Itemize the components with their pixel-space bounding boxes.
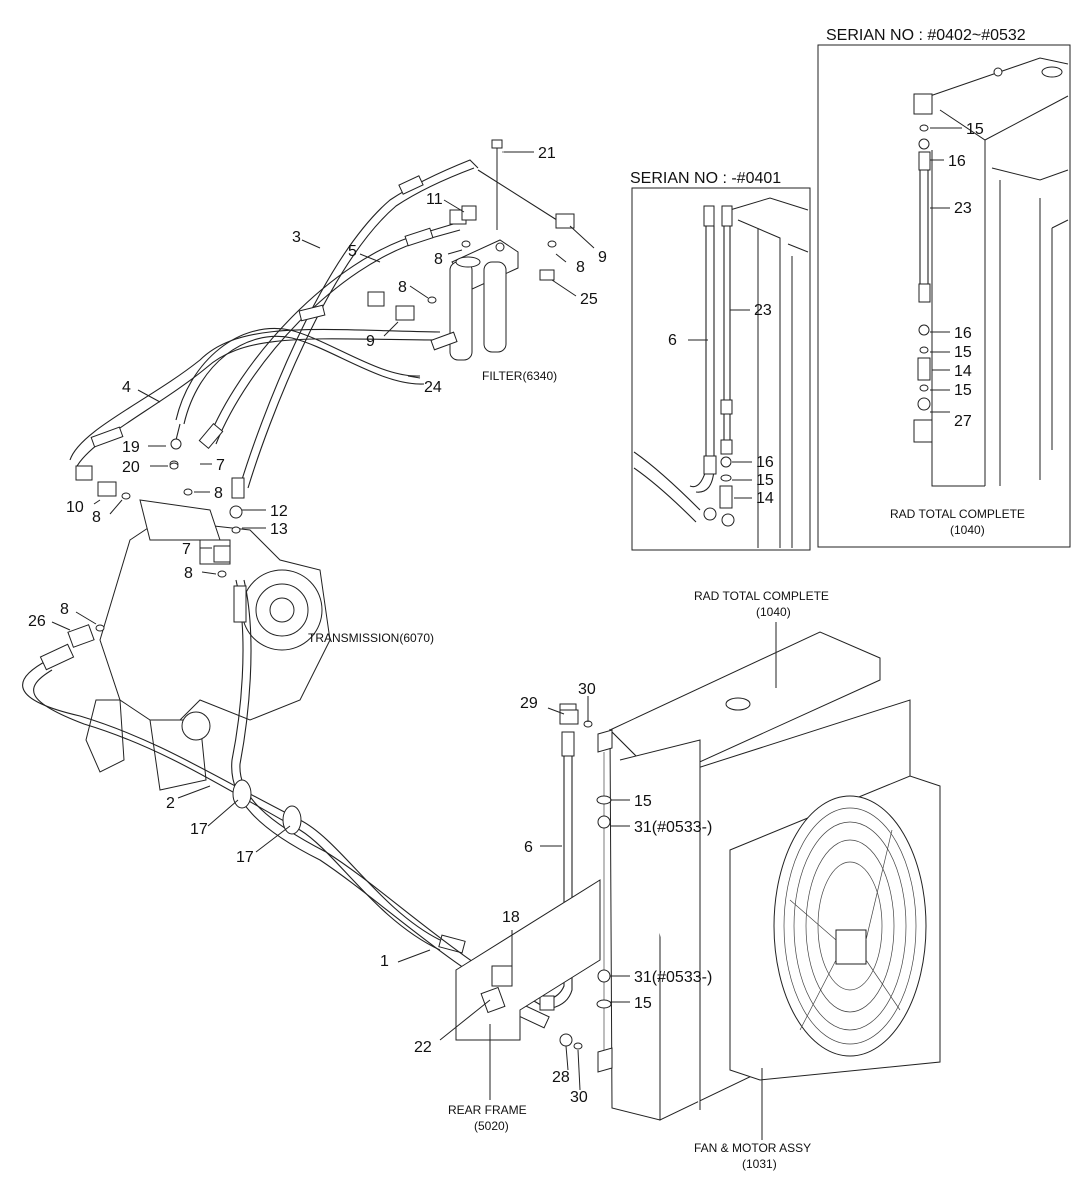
callout-15a: 15 bbox=[634, 793, 652, 810]
callout-4: 4 bbox=[122, 379, 131, 396]
radiator-main bbox=[596, 631, 941, 1121]
inset-panel-early: SERIAN NO : -#0401 bbox=[630, 170, 811, 551]
radiator-sketch-late bbox=[913, 57, 1069, 487]
callout-11: 11 bbox=[426, 191, 443, 208]
leader-lines bbox=[51, 151, 777, 1140]
panel-late-caption-2: (1040) bbox=[950, 523, 985, 537]
callout-29: 29 bbox=[520, 695, 538, 712]
serial-early-label: SERIAN NO : -#0401 bbox=[630, 170, 781, 187]
caption-fan-2: (1031) bbox=[742, 1157, 777, 1171]
callout-18: 18 bbox=[502, 909, 520, 926]
callout-8a: 8 bbox=[434, 251, 443, 268]
callout-9a: 9 bbox=[598, 249, 607, 266]
callout-p2-14: 14 bbox=[954, 363, 972, 380]
callout-31b: 31(#0533-) bbox=[634, 969, 712, 986]
caption-rad-2: (1040) bbox=[756, 605, 791, 619]
caption-rear-frame-2: (5020) bbox=[474, 1119, 509, 1133]
callout-p2-15b: 15 bbox=[954, 344, 972, 361]
callout-3: 3 bbox=[292, 229, 301, 246]
panel-late-leaders bbox=[930, 127, 962, 413]
callout-5: 5 bbox=[348, 243, 357, 260]
callout-8c: 8 bbox=[576, 259, 585, 276]
callout-28: 28 bbox=[552, 1069, 570, 1086]
caption-rear-frame-1: REAR FRAME bbox=[448, 1103, 527, 1117]
callout-p2-23: 23 bbox=[954, 200, 972, 217]
callout-7b: 7 bbox=[182, 541, 191, 558]
callout-8d: 8 bbox=[214, 485, 223, 502]
captions: FILTER(6340) TRANSMISSION(6070) RAD TOTA… bbox=[308, 369, 829, 1171]
callout-10: 10 bbox=[66, 499, 84, 516]
fittings-early bbox=[633, 451, 735, 527]
inset-panel-late: SERIAN NO : #0402~#0532 bbox=[817, 27, 1071, 548]
caption-filter: FILTER(6340) bbox=[482, 369, 557, 383]
callout-30b: 30 bbox=[570, 1089, 588, 1106]
callout-17b: 17 bbox=[236, 849, 254, 866]
callout-22: 22 bbox=[414, 1039, 432, 1056]
callout-12: 12 bbox=[270, 503, 288, 520]
callout-8g: 8 bbox=[60, 601, 69, 618]
callout-19: 19 bbox=[122, 439, 140, 456]
callout-2: 2 bbox=[166, 795, 175, 812]
callout-1: 1 bbox=[380, 953, 389, 970]
caption-rad-1: RAD TOTAL COMPLETE bbox=[694, 589, 829, 603]
callout-p1-23: 23 bbox=[754, 302, 772, 319]
callout-p2-16a: 16 bbox=[948, 153, 966, 170]
callout-p2-27: 27 bbox=[954, 413, 972, 430]
callouts: 21 11 3 5 9 8 8 8 25 9 24 4 19 20 7 8 10… bbox=[28, 145, 712, 1106]
callout-7a: 7 bbox=[216, 457, 225, 474]
callout-25: 25 bbox=[580, 291, 598, 308]
filter-assembly bbox=[449, 139, 530, 361]
callout-31a: 31(#0533-) bbox=[634, 819, 712, 836]
callout-p2-15a: 15 bbox=[966, 121, 984, 138]
caption-transmission: TRANSMISSION(6070) bbox=[308, 631, 434, 645]
fittings bbox=[67, 205, 593, 728]
callout-20: 20 bbox=[122, 459, 140, 476]
panel-late-caption-1: RAD TOTAL COMPLETE bbox=[890, 507, 1025, 521]
callout-15b: 15 bbox=[634, 995, 652, 1012]
callout-6: 6 bbox=[524, 839, 533, 856]
upper-hoses bbox=[69, 159, 575, 499]
callout-8e: 8 bbox=[92, 509, 101, 526]
radiator-sketch-early bbox=[729, 197, 809, 548]
callout-p2-16b: 16 bbox=[954, 325, 972, 342]
callout-p1-15: 15 bbox=[756, 472, 774, 489]
hose-23-late bbox=[917, 124, 931, 411]
callout-8f: 8 bbox=[184, 565, 193, 582]
panel-early-leaders bbox=[688, 309, 752, 499]
callout-21: 21 bbox=[538, 145, 556, 162]
callout-p2-15c: 15 bbox=[954, 382, 972, 399]
callout-17a: 17 bbox=[190, 821, 208, 838]
callout-30a: 30 bbox=[578, 681, 596, 698]
callout-24: 24 bbox=[424, 379, 442, 396]
callout-13: 13 bbox=[270, 521, 288, 538]
caption-fan-1: FAN & MOTOR ASSY bbox=[694, 1141, 811, 1155]
transmission bbox=[85, 499, 331, 791]
rear-frame bbox=[455, 879, 601, 1050]
hose-6-early bbox=[689, 205, 717, 493]
callout-p1-6: 6 bbox=[668, 332, 677, 349]
callout-26: 26 bbox=[28, 613, 46, 630]
callout-p1-14: 14 bbox=[756, 490, 774, 507]
serial-late-label: SERIAN NO : #0402~#0532 bbox=[826, 27, 1026, 44]
callout-8b: 8 bbox=[398, 279, 407, 296]
callout-p1-16: 16 bbox=[756, 454, 774, 471]
callout-9b: 9 bbox=[366, 333, 375, 350]
hose-23-early bbox=[720, 205, 733, 455]
